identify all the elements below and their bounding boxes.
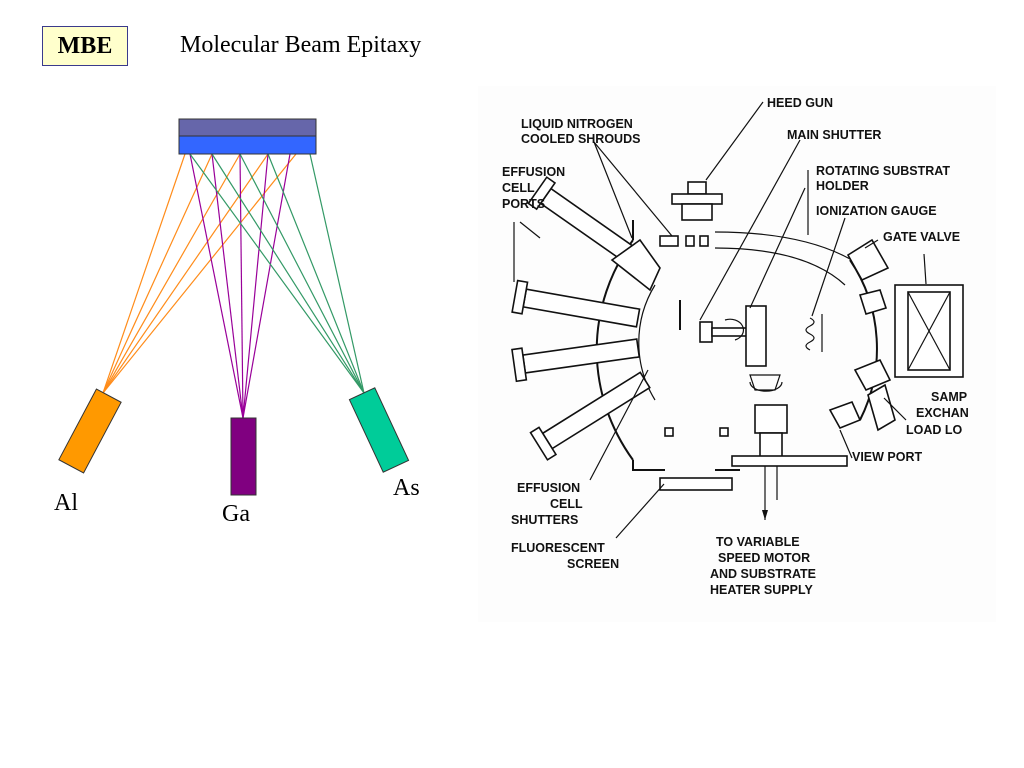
label-motor-1: TO VARIABLE bbox=[716, 535, 800, 549]
label-fluorescent-2: SCREEN bbox=[567, 557, 619, 571]
beam-tube-top bbox=[714, 231, 861, 266]
label-gate-valve: GATE VALVE bbox=[883, 230, 960, 244]
heed-gun bbox=[659, 181, 723, 247]
label-cooled-shrouds: COOLED SHROUDS bbox=[521, 132, 640, 146]
as-beam-line bbox=[309, 153, 365, 394]
label-motor-4: HEATER SUPPLY bbox=[710, 583, 813, 597]
molecular-beams bbox=[102, 153, 365, 419]
al-beam-line bbox=[102, 153, 297, 394]
al-beam-line bbox=[102, 153, 213, 394]
gate-valve bbox=[894, 284, 964, 378]
rotating-substrate-holder bbox=[699, 305, 783, 392]
label-motor-3: AND SUBSTRATE bbox=[710, 567, 816, 581]
beam-diagram: Al Ga As bbox=[54, 118, 420, 527]
ga-beam-line bbox=[189, 153, 244, 419]
page-title: Molecular Beam Epitaxy bbox=[180, 32, 422, 58]
al-label: Al bbox=[54, 490, 78, 516]
mbe-chamber-schematic: HEED GUN LIQUID NITROGEN COOLED SHROUDS … bbox=[478, 86, 996, 622]
as-beam-line bbox=[267, 153, 365, 394]
as-beam-line bbox=[211, 153, 365, 394]
as-label: As bbox=[393, 475, 420, 501]
label-sample-1: SAMP bbox=[931, 390, 967, 404]
label-effusion-shutters-3: SHUTTERS bbox=[511, 513, 578, 527]
view-port bbox=[867, 383, 896, 432]
ga-beam-line bbox=[242, 153, 269, 419]
ga-beam-line bbox=[242, 153, 291, 419]
label-effusion-shutters-1: EFFUSION bbox=[517, 481, 580, 495]
label-effusion-ports-2: CELL bbox=[502, 181, 535, 195]
label-effusion-ports-3: PORTS bbox=[502, 197, 545, 211]
label-rotating-holder-1: ROTATING SUBSTRAT bbox=[816, 164, 950, 178]
label-motor-2: SPEED MOTOR bbox=[718, 551, 810, 565]
bottom-flange bbox=[731, 455, 848, 467]
chamber-wall-bottom-left bbox=[632, 460, 665, 471]
label-liquid-nitrogen: LIQUID NITROGEN bbox=[521, 117, 633, 131]
gate-valve-flange bbox=[846, 238, 890, 282]
al-beam-line bbox=[102, 153, 241, 394]
label-effusion-shutters-2: CELL bbox=[550, 497, 583, 511]
mbe-badge-text: MBE bbox=[57, 32, 113, 59]
ga-label: Ga bbox=[222, 501, 250, 527]
label-fluorescent-1: FLUORESCENT bbox=[511, 541, 605, 555]
label-view-port: VIEW PORT bbox=[852, 450, 923, 464]
al-beam-line bbox=[102, 153, 186, 394]
label-effusion-ports-1: EFFUSION bbox=[502, 165, 565, 179]
fluorescent-screen bbox=[659, 477, 733, 491]
ionization-gauge bbox=[805, 317, 815, 351]
al-effusion-cell bbox=[58, 388, 122, 474]
ga-beam-line bbox=[239, 153, 244, 419]
label-main-shutter: MAIN SHUTTER bbox=[787, 128, 881, 142]
al-beam-line bbox=[102, 153, 269, 394]
as-beam-line bbox=[239, 153, 365, 394]
as-beam-line bbox=[189, 153, 365, 394]
substrate-top-layer bbox=[178, 118, 317, 137]
label-ionization-gauge: IONIZATION GAUGE bbox=[816, 204, 937, 218]
as-effusion-cell bbox=[348, 387, 410, 473]
beam-tube-bottom bbox=[714, 247, 846, 286]
label-rotating-holder-2: HOLDER bbox=[816, 179, 869, 193]
mbe-badge: MBE bbox=[42, 26, 128, 66]
substrate-bottom-layer bbox=[178, 135, 317, 155]
label-sample-2: EXCHAN bbox=[916, 406, 969, 420]
cryo-shroud bbox=[610, 238, 661, 292]
leader-lines bbox=[513, 101, 927, 539]
label-sample-3: LOAD LO bbox=[906, 423, 963, 437]
label-heed-gun: HEED GUN bbox=[767, 96, 833, 110]
ga-beam-line bbox=[211, 153, 244, 419]
ga-effusion-cell bbox=[230, 417, 257, 496]
